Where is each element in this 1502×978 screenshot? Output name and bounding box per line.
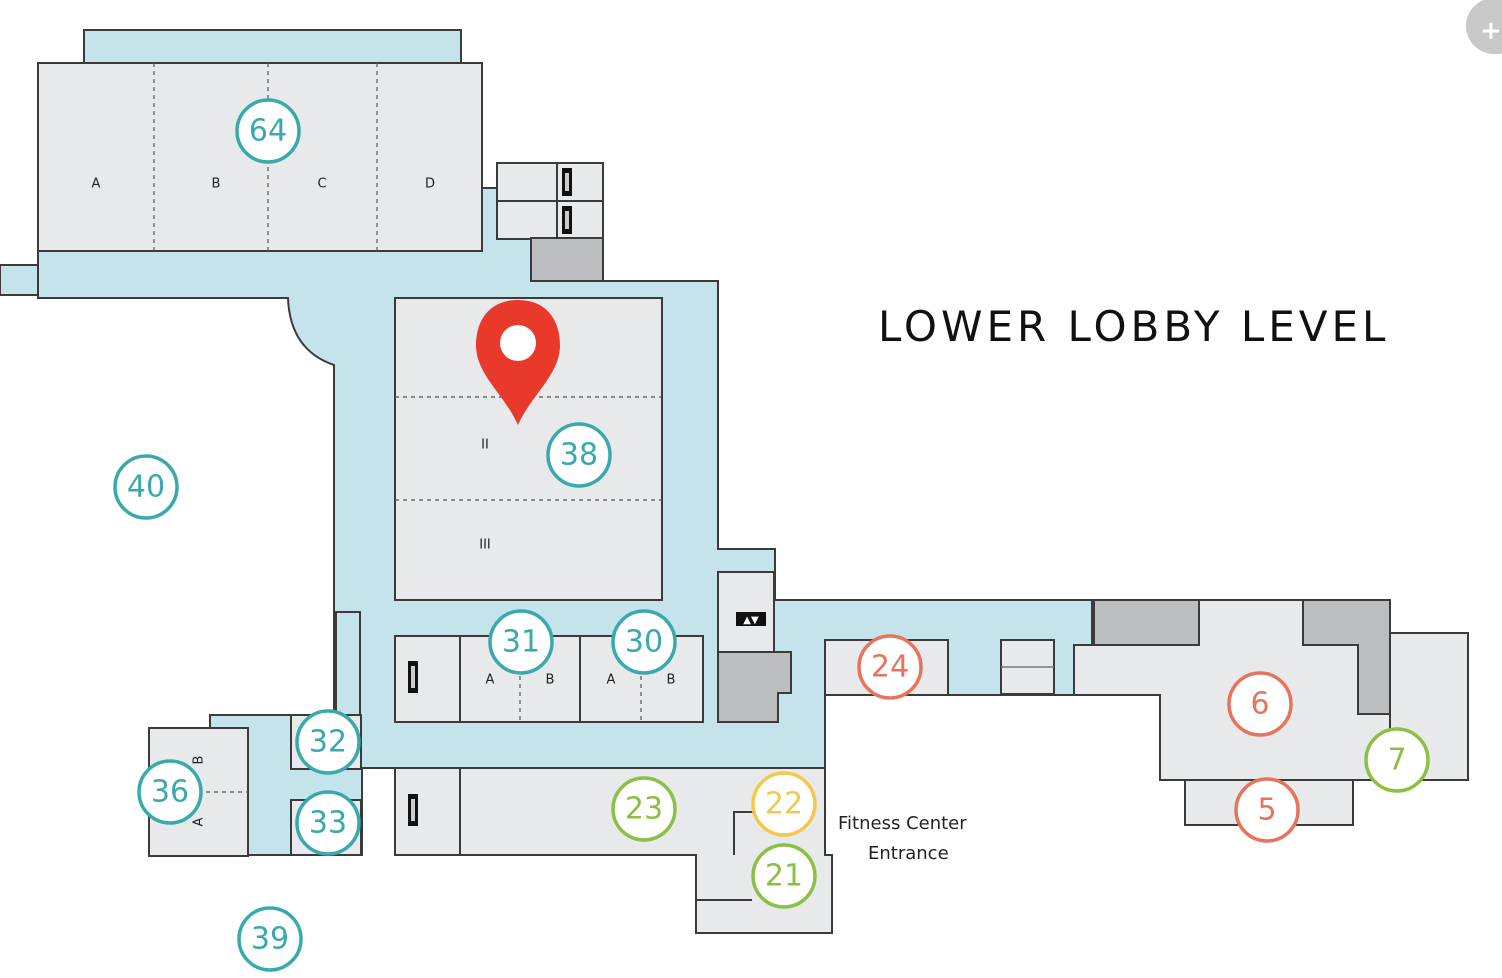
room-badge-21[interactable]: 21 (751, 843, 817, 909)
room-badge-64[interactable]: 64 (235, 98, 301, 164)
stair-block-lower (496, 200, 604, 240)
room-badge-39[interactable]: 39 (237, 906, 303, 972)
room-badge-6[interactable]: 6 (1227, 671, 1293, 737)
svg-text:21: 21 (765, 859, 803, 894)
map-title: LOWER LOBBY LEVEL (878, 302, 1390, 351)
room-38-section-ii: II (481, 438, 489, 453)
stair-room-31 (394, 635, 461, 723)
service-room-4 (1302, 599, 1391, 715)
svg-text:6: 6 (1250, 687, 1269, 722)
room-badge-36[interactable]: 36 (137, 759, 203, 825)
room-36-section-b: B (192, 756, 207, 765)
service-room-3 (1093, 599, 1200, 646)
room-64-section-c: C (317, 177, 326, 192)
room-64-section-b: B (212, 177, 221, 192)
room-badge-40[interactable]: 40 (113, 454, 179, 520)
elevator-icon (736, 612, 766, 626)
svg-text:38: 38 (560, 438, 598, 473)
elevator-symbol: ▲▼ (743, 615, 759, 626)
svg-text:7: 7 (1387, 743, 1406, 778)
room-badge-22[interactable]: 22 (751, 771, 817, 837)
room-badge-33[interactable]: 33 (295, 790, 361, 856)
stair-room-23 (394, 767, 461, 856)
room-64-section-d: D (425, 177, 435, 192)
room-badge-30[interactable]: 30 (611, 609, 677, 675)
service-room-2 (717, 651, 792, 723)
svg-text:31: 31 (502, 625, 540, 660)
svg-text:36: 36 (151, 775, 189, 810)
room-badge-38[interactable]: 38 (546, 422, 612, 488)
svg-text:24: 24 (871, 650, 909, 685)
svg-text:22: 22 (765, 787, 803, 822)
svg-text:5: 5 (1257, 793, 1276, 828)
svg-text:39: 39 (251, 922, 289, 957)
side-corridor (335, 611, 361, 716)
room-badge-5[interactable]: 5 (1234, 777, 1300, 843)
room-23-area[interactable] (459, 767, 833, 934)
room-badge-23[interactable]: 23 (611, 776, 677, 842)
room-badge-24[interactable]: 24 (857, 634, 923, 700)
room-64[interactable] (37, 62, 483, 252)
plus-icon: + (1480, 16, 1502, 46)
room-badge-7[interactable]: 7 (1364, 727, 1430, 793)
svg-text:40: 40 (127, 470, 165, 505)
room-30-section-b: B (667, 673, 676, 688)
room-badge-31[interactable]: 31 (488, 609, 554, 675)
room-31-section-b: B (546, 673, 555, 688)
svg-text:32: 32 (309, 725, 347, 760)
room-36-section-a: A (192, 817, 207, 826)
room-30-section-a: A (607, 673, 616, 688)
fitness-entrance-label: Entrance (868, 843, 949, 864)
room-badge-32[interactable]: 32 (295, 709, 361, 775)
svg-text:64: 64 (249, 114, 287, 149)
service-room (530, 237, 604, 282)
room-31-section-a: A (486, 673, 495, 688)
room-38-section-iii: III (479, 538, 491, 553)
room-64-section-a: A (92, 177, 101, 192)
stair-block-upper (496, 162, 604, 202)
top-walkway (83, 29, 462, 65)
fitness-center-label: Fitness Center (838, 813, 967, 834)
svg-text:33: 33 (309, 806, 347, 841)
west-corridor-stub (0, 264, 41, 296)
map-pin-icon[interactable] (476, 300, 560, 425)
svg-text:23: 23 (625, 792, 663, 827)
svg-text:30: 30 (625, 625, 663, 660)
